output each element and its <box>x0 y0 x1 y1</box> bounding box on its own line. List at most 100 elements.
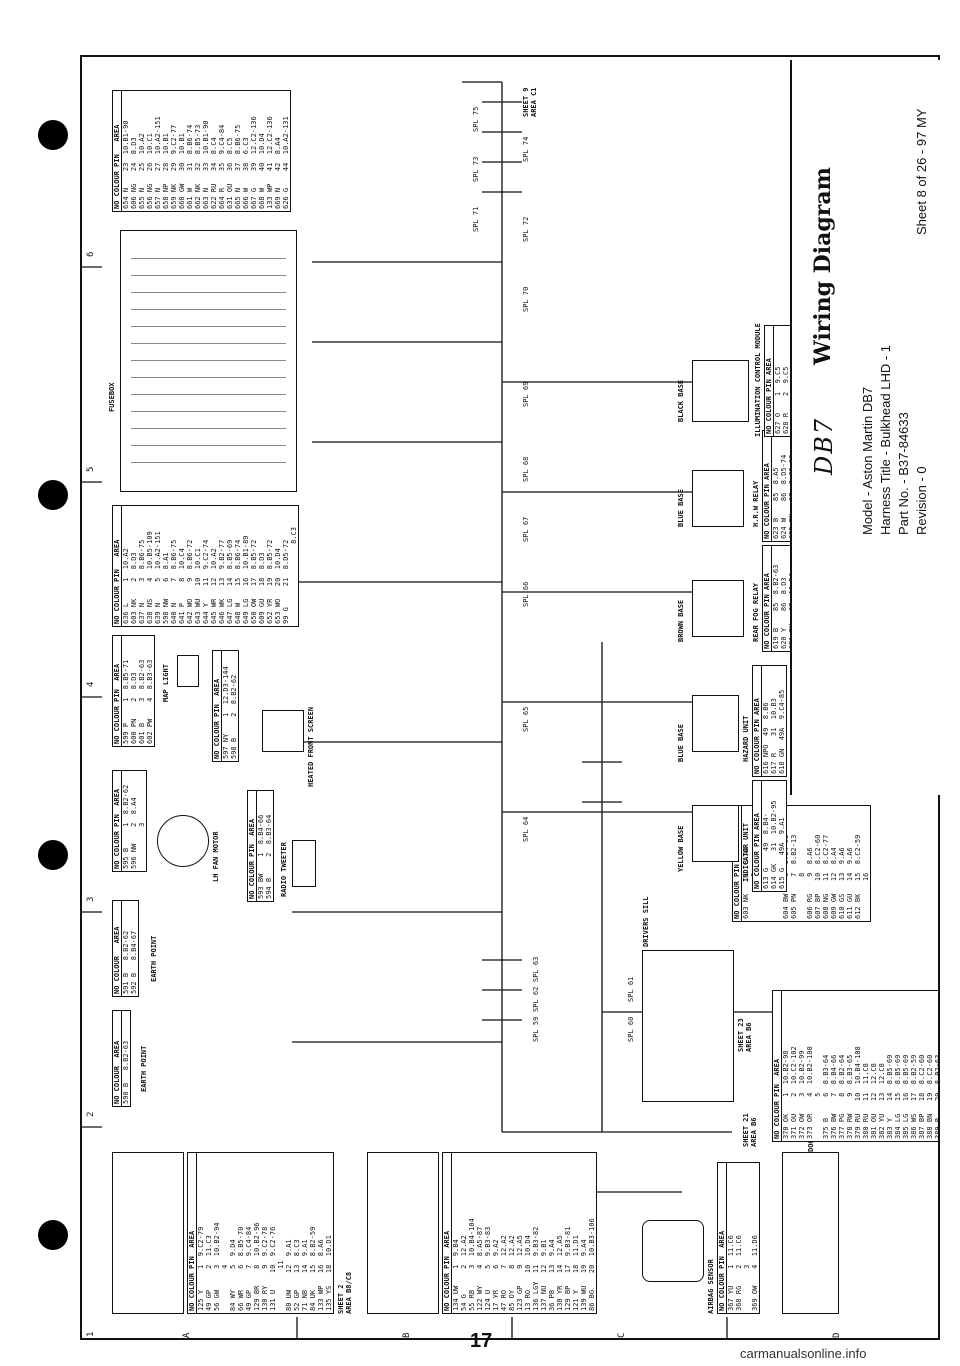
table-row: 123 GP 9 12.A5 <box>516 1235 524 1311</box>
table-row: 8 <box>798 872 806 919</box>
table-row: 383 Y 14 8.B5-69 <box>886 1054 894 1139</box>
table-row: 668 W 40 10.D4 <box>258 133 266 209</box>
table-row: 659 NK 29 9.C2-77 <box>170 124 178 209</box>
table-row: 647 LG 14 8.B5-69 <box>226 539 234 624</box>
table-row: 590 B 8.B2-63 <box>122 1040 130 1104</box>
table-row: 631 OU 36 8.C5 <box>226 137 234 209</box>
table-row: 609 GW 12 8.A4 <box>830 847 838 919</box>
table-row: 133 WP 41 12.C2-136 <box>266 116 274 209</box>
radio-tweeter-connector <box>292 840 316 887</box>
indicator-label: INDICATOR UNIT <box>742 822 750 882</box>
table-row: 49 GP 2 11.C3 <box>205 1235 213 1311</box>
splice-label: SPL 72 <box>522 216 530 242</box>
table-row: 645 WR 12 10.A2 <box>210 548 218 624</box>
table-row: 369 OW 4 11.D6 <box>751 1235 759 1311</box>
illumination-module <box>692 360 749 422</box>
table-row: 4 <box>221 1264 229 1311</box>
table-row: 129 BR 8 10.B2-96 <box>253 1222 261 1311</box>
heated-screen-connector <box>262 710 304 752</box>
table-row: 385 LG 16 8.B5-69 <box>902 1054 910 1139</box>
table-row: 600 PN 2 8.D3 <box>130 672 138 744</box>
row-mark: D <box>832 1332 842 1338</box>
table-row: 382 YU 13 12.C8 <box>878 1063 886 1139</box>
rear-fog-relay <box>692 580 744 637</box>
table-row: 606 RG 9 8.A6 <box>806 847 814 919</box>
table-row: 380 RU 11 11.C8 <box>862 1063 870 1139</box>
table-row: 370 OK 1 10.B2-98 <box>782 1050 790 1139</box>
table-row: 368 RG 2 11.C6 <box>735 1235 743 1311</box>
table-row: 653 WO 20 10.D4 <box>274 548 282 624</box>
table-row: 85 OY 8 12.A2 <box>508 1235 516 1311</box>
title-block: DB7 Wiring Diagram Model - Aston Martin … <box>790 60 940 795</box>
table-row: 389 B 20 8.B2-63 <box>934 1054 940 1139</box>
table-row: 662 NK 32 8.B5-73 <box>194 124 202 209</box>
sheet-ref: SHEET 23 AREA B6 <box>737 1018 753 1052</box>
table-row: 99 G 21 8.D5-72 <box>282 539 290 624</box>
table-row: 664 R 35 9.C4-84 <box>218 124 226 209</box>
title-block-rotated: DB7 Wiring Diagram Model - Aston Martin … <box>792 60 940 795</box>
splice-label: SPL 67 <box>522 516 530 542</box>
table-header: NO COLOUR PIN AREA <box>763 431 772 541</box>
table-row: 367 YU 1 11.C6 <box>727 1235 735 1311</box>
table-row: 597 NY 1 12.D3-144 <box>222 666 230 759</box>
splice-label: SPL 73 <box>472 156 480 182</box>
table-row: 639 N 5 10.A2-151 <box>154 531 162 624</box>
table-row: 605 PN 7 8.B2-13 <box>790 834 798 919</box>
table-row: 133 WP 16 8.A6 <box>317 1239 325 1311</box>
yellow-base-label: YELLOW BASE <box>677 825 685 872</box>
splice-label: SPL 64 <box>522 816 530 842</box>
hazard-relay <box>692 695 739 752</box>
diagram-rotated-layer: 1 2 3 4 5 6 A B C D FUSEBOX NO COLOUR PI… <box>82 57 940 1338</box>
table-row: 372 OW 3 10.B2-99 <box>798 1050 806 1139</box>
table-row: 619 B 85 8.B2-63 <box>772 564 780 649</box>
hazard-label: HAZARD UNIT <box>742 715 750 762</box>
table-header: NO COLOUR PIN AREA <box>113 506 122 626</box>
table-row: 661 W 31 8.B6-74 <box>186 124 194 209</box>
table-row: 648 W 15 8.B6-74 <box>234 539 242 624</box>
table-header: NO COLOUR PIN AREA <box>443 1153 452 1313</box>
table-row: 373 OR 4 10.B2-100 <box>806 1046 814 1139</box>
page-number: 17 <box>470 1330 493 1352</box>
table-row: 381 OU 12 12.C8 <box>870 1063 878 1139</box>
table-row: 377 PG 8 8.B2-64 <box>838 1054 846 1139</box>
row-mark: A <box>182 1332 192 1338</box>
table-row: 642 WO 9 8.B6-72 <box>186 539 194 624</box>
table-row: 598 B 2 8.B2-62 <box>230 674 238 759</box>
table-row: 596 NW 2 8.A4 <box>130 797 138 869</box>
table-header: NO COLOUR PIN AREA <box>213 651 222 761</box>
table-row: 609 GU 18 8.D3 <box>258 552 266 624</box>
table-header: NO COLOUR PIN AREA <box>765 326 774 436</box>
splice-label: SPL 71 <box>472 206 480 232</box>
table-row: 591 B 8.B2-62 <box>122 930 130 994</box>
earth-point-2-label: EARTH POINT <box>150 935 158 982</box>
table-header: NO COLOUR PIN AREA <box>773 991 782 1141</box>
table-row: 47 RO 7 12.A2 <box>500 1235 508 1311</box>
table-row: 5 <box>814 1092 822 1139</box>
indicator-relay <box>692 805 739 862</box>
table-row: 628 R 2 9.C5 <box>782 366 790 434</box>
model-line: Model - Aston Martin DB7 <box>860 386 875 535</box>
table-row: 54 G 2 12.A2 <box>460 1235 468 1311</box>
table-row: 611 GU 14 9.A6 <box>846 847 854 919</box>
earth-point-1-table: NO COLOUR AREA 590 B 8.B2-63 <box>112 1010 131 1107</box>
table-row: 121 Y 18 11.D1 <box>572 1235 580 1311</box>
table-header: NO COLOUR PIN AREA <box>753 666 762 776</box>
table-row: 669 N 42 8.A4 <box>274 137 282 209</box>
table-row: 16 <box>862 872 870 919</box>
table-row: 134 UW 1 9.B4 <box>452 1239 460 1311</box>
blue-base-label: BLUE BASE <box>677 724 685 762</box>
table-row: 644 Y 11 9.C2-74 <box>202 539 210 624</box>
map-light-connector <box>177 655 199 687</box>
table-header: NO COLOUR AREA <box>113 901 122 996</box>
airbag-sensor-label: AIRBAG SENSOR <box>707 1259 715 1314</box>
table-row: 84 UK 15 8.B2-59 <box>309 1226 317 1311</box>
column-mark: 2 <box>86 1111 96 1117</box>
